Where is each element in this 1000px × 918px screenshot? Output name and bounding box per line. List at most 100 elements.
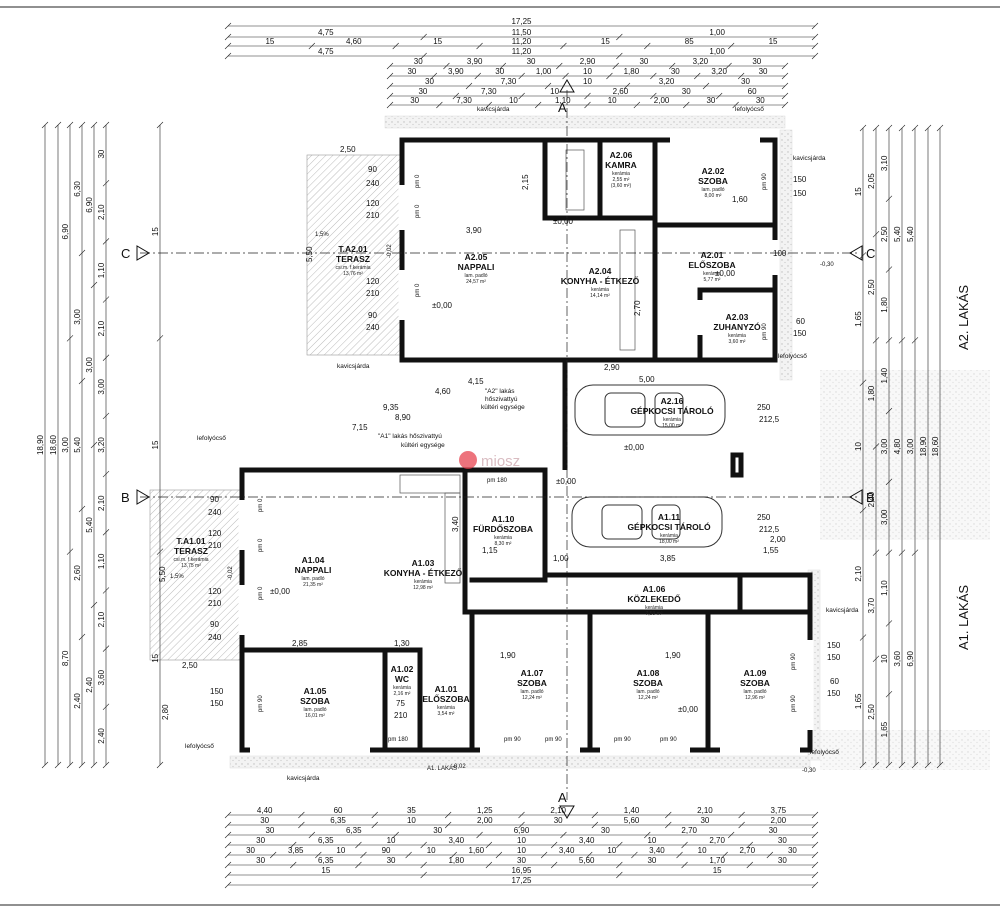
dim-tick	[290, 861, 297, 869]
bottom-dim-r4-value-7: 2,70	[709, 836, 725, 845]
right-dim-c5-value-8: 1,65	[880, 721, 889, 737]
dim-tick	[224, 861, 232, 869]
axis-a-top-label: A	[558, 100, 567, 115]
dim-tick	[90, 281, 98, 289]
dim-tick	[584, 92, 591, 100]
dim-tick	[766, 851, 774, 859]
bottom-dim-r4-value-0: 30	[256, 836, 265, 845]
note-kavicsjarda-bottom: kavicsjárda	[287, 775, 320, 782]
dim-tick	[560, 42, 567, 50]
inner-dim-3-85-a1: 3,85	[660, 554, 676, 563]
dim-tick	[355, 861, 362, 869]
room-name: SZOBA	[517, 678, 547, 688]
dim-tick	[355, 841, 362, 849]
room-name: GÉPKOCSI TÁROLÓ	[627, 521, 711, 532]
dim-tick	[885, 407, 893, 415]
slope-a1: 1,5%	[170, 574, 184, 580]
room-floor: lam. padló	[520, 689, 543, 695]
right-dim-c5-value-5: 3,00	[880, 509, 889, 525]
room-floor: lam. padló	[636, 689, 659, 695]
left-dim-c4-value-2: 5,40	[73, 437, 82, 453]
note-heatpump-a2-line1: "A2" lakás	[485, 388, 515, 395]
dim-tick	[872, 443, 880, 450]
bottom-dim-r1-value-6: 2,10	[697, 806, 713, 815]
dim-tick	[811, 861, 819, 869]
inner-dim-1-15-a1: 1,15	[482, 546, 498, 555]
bottom-dim-r5-value-8: 10	[607, 846, 616, 855]
dim-tick	[102, 529, 110, 536]
room-id: A1.08	[637, 668, 660, 678]
room-name: FÜRDŐSZOBA	[473, 523, 533, 534]
top-dim-r3-value-1: 4,60	[346, 37, 362, 46]
inner-dim-75-wc: 75	[396, 699, 405, 708]
dim-tick	[591, 811, 599, 819]
dim-tick	[360, 851, 367, 859]
dim-tick	[485, 841, 493, 849]
bottom-dim-r4-value-2: 10	[387, 836, 396, 845]
left-dim-c7-value-2: 15	[151, 653, 160, 662]
bottom-dim-r2-value-0: 30	[260, 816, 269, 825]
bottom-dim-r5-value-12: 30	[788, 846, 797, 855]
dim-tick	[644, 831, 651, 839]
inner-dim-2-50-a2: 2,50	[340, 145, 356, 154]
dim-tick	[224, 831, 232, 839]
dim-tick	[386, 82, 394, 90]
dim-tick	[681, 861, 688, 869]
room-area: 2,16 m²	[394, 691, 411, 697]
room-area: 16,01 m²	[305, 713, 325, 719]
inner-dim-150-a2-3: 150	[793, 329, 807, 338]
top-dim-r9-value-2: 10	[509, 96, 518, 105]
dim-tick	[450, 851, 457, 859]
inner-dim-150-a1-2: 150	[210, 699, 224, 708]
room-id: A2.02	[702, 166, 725, 176]
top-dim-r6-value-2: 30	[495, 67, 504, 76]
right-dim-c7-value-3: 2,10	[854, 566, 863, 582]
top-dim-r9-value-1: 7,30	[456, 96, 472, 105]
top-dim-r5-value-2: 30	[527, 57, 536, 66]
inner-dim-2-90: 2,90	[604, 363, 620, 372]
left-dim-c4-value-4: 2,40	[73, 693, 82, 709]
slope-a2: 1,5%	[315, 232, 329, 238]
dim-tick	[298, 811, 305, 819]
room-id: A1.02	[391, 664, 414, 674]
top-dim-r3-value-3: 11,20	[512, 37, 532, 46]
dim-tick	[885, 124, 893, 132]
inner-dim-120-a1-2: 120	[208, 587, 222, 596]
inner-dim-5-50-a1: 5,50	[158, 566, 167, 582]
inner-dim-90-a2-1: 90	[368, 165, 377, 174]
top-dim-r4-value-0: 4,75	[318, 47, 334, 56]
dim-tick	[633, 101, 641, 109]
room-area: 15,00 m²	[662, 423, 682, 429]
top-dim-r1-value-0: 17,25	[511, 17, 532, 26]
right-dim-c3-value-1: 3,00	[906, 438, 915, 454]
room-id: A1.11	[658, 512, 680, 522]
note-lefolyocso-left-a1: lefolyócső	[197, 435, 226, 442]
dim-tick	[616, 52, 623, 60]
inner-dim-3-90: 3,90	[466, 226, 482, 235]
dim-tick	[476, 831, 483, 839]
bottom-dim-r6-value-1: 6,35	[318, 856, 334, 865]
dim-tick	[156, 548, 164, 555]
dim-tick	[702, 82, 710, 90]
dim-tick	[885, 195, 893, 202]
dim-tick	[781, 72, 789, 80]
dim-tick	[102, 238, 110, 245]
bottom-dim-r3-value-2: 30	[433, 826, 442, 835]
gravel-walkway-bottom	[229, 755, 811, 769]
dim-tick	[885, 620, 893, 627]
bottom-dim-r6-value-6: 30	[647, 856, 656, 865]
room-id: A1.05	[304, 686, 327, 696]
pm90-a108-2: pm 90	[660, 737, 677, 743]
dim-tick	[885, 761, 893, 769]
room-floor: kerámia	[645, 605, 663, 611]
top-dim-r7-value-1: 7,30	[501, 77, 517, 86]
right-dim-c6-value-4: 3,70	[867, 597, 876, 613]
bottom-dim-r4-value-3: 3,40	[448, 836, 464, 845]
note-lefolyocso-right-bottom: lefolyócső	[810, 749, 839, 756]
dim-tick	[872, 655, 880, 663]
